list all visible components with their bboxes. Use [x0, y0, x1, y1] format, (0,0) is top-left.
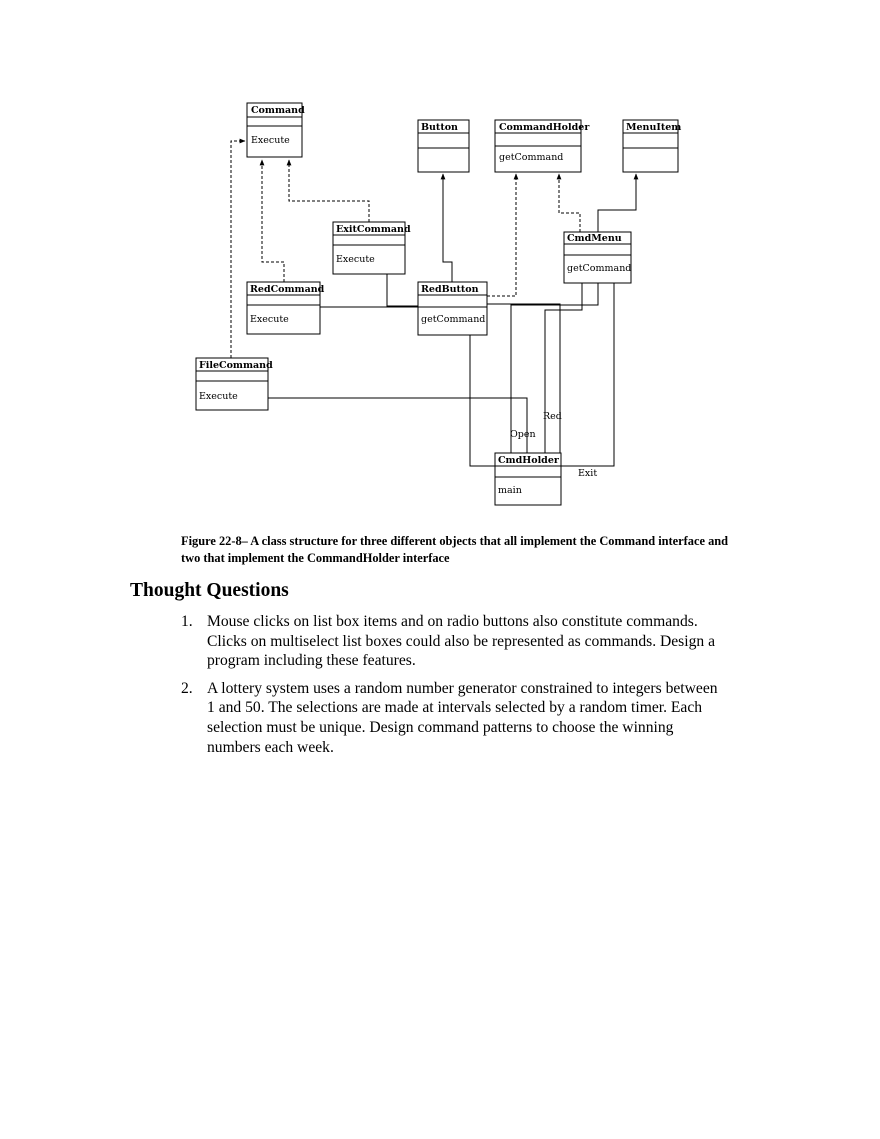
open-connector-label: Open [510, 429, 536, 440]
exit-connector-label: Exit [578, 468, 597, 479]
connectors [230, 138, 639, 467]
class-exitcommand: ExitCommand Execute [332, 221, 411, 275]
class-title: MenuItem [626, 122, 681, 133]
redbutton-to-commandholder [487, 173, 519, 297]
class-operation: getCommand [421, 314, 485, 325]
class-title: RedButton [421, 284, 479, 295]
redbutton-to-button [440, 173, 453, 282]
red-connector-label: Red [543, 411, 562, 422]
filecommand-to-cmdholder-line [268, 397, 528, 453]
redcommand-to-command [259, 159, 285, 282]
redbutton-to-cmdholder-line [469, 335, 496, 467]
class-cmdmenu: CmdMenu getCommand [563, 231, 632, 284]
class-title: Button [421, 122, 458, 133]
class-title: Command [251, 105, 305, 116]
class-operation: Execute [199, 391, 238, 402]
class-title: RedCommand [250, 284, 325, 295]
class-menuitem: MenuItem [622, 119, 681, 173]
figure-caption: Figure 22-8– A class structure for three… [181, 534, 729, 565]
section-heading: Thought Questions [130, 580, 289, 601]
question-text: A lottery system uses a random number ge… [207, 679, 718, 756]
question-list: 1. Mouse clicks on list box items and on… [181, 612, 721, 765]
class-commandholder: CommandHolder getCommand [494, 119, 590, 173]
cmdmenu-to-cmdholder-open-line [510, 283, 599, 453]
class-filecommand: FileCommand Execute [195, 357, 273, 411]
cmdmenu-to-commandholder [556, 173, 581, 232]
cmdmenu-to-cmdholder-exit-line [561, 283, 615, 467]
question-number: 1. [181, 613, 193, 630]
class-operation: getCommand [567, 263, 631, 274]
class-redcommand: RedCommand Execute [246, 281, 325, 335]
class-title: CmdHolder [498, 455, 560, 466]
cmdmenu-to-menuitem [597, 173, 639, 232]
class-cmdholder: CmdHolder main [494, 452, 562, 506]
redbutton-to-cmdholder-red-line [487, 303, 561, 453]
class-operation: Execute [251, 135, 290, 146]
class-operation: getCommand [499, 152, 563, 163]
class-operation: Execute [250, 314, 289, 325]
class-operation: main [498, 485, 522, 496]
class-title: ExitCommand [336, 224, 411, 235]
question-number: 2. [181, 679, 193, 697]
exitcommand-to-redbutton-line [386, 274, 418, 307]
class-title: CommandHolder [499, 122, 590, 133]
list-item: 1. Mouse clicks on list box items and on… [181, 612, 721, 671]
class-title: CmdMenu [567, 233, 622, 244]
class-redbutton: RedButton getCommand [417, 281, 488, 336]
question-text: Mouse clicks on list box items and on ra… [207, 613, 715, 670]
class-button: Button [417, 119, 470, 173]
cmdmenu-to-cmdholder-red-line [544, 283, 583, 453]
filecommand-to-command [230, 138, 246, 358]
exitcommand-to-command [286, 159, 370, 222]
class-command: Command Execute [246, 102, 305, 158]
class-diagram: Command Execute Button CommandHolder get… [195, 102, 681, 506]
class-operation: Execute [336, 254, 375, 265]
class-title: FileCommand [199, 360, 273, 371]
list-item: 2. A lottery system uses a random number… [181, 679, 721, 757]
